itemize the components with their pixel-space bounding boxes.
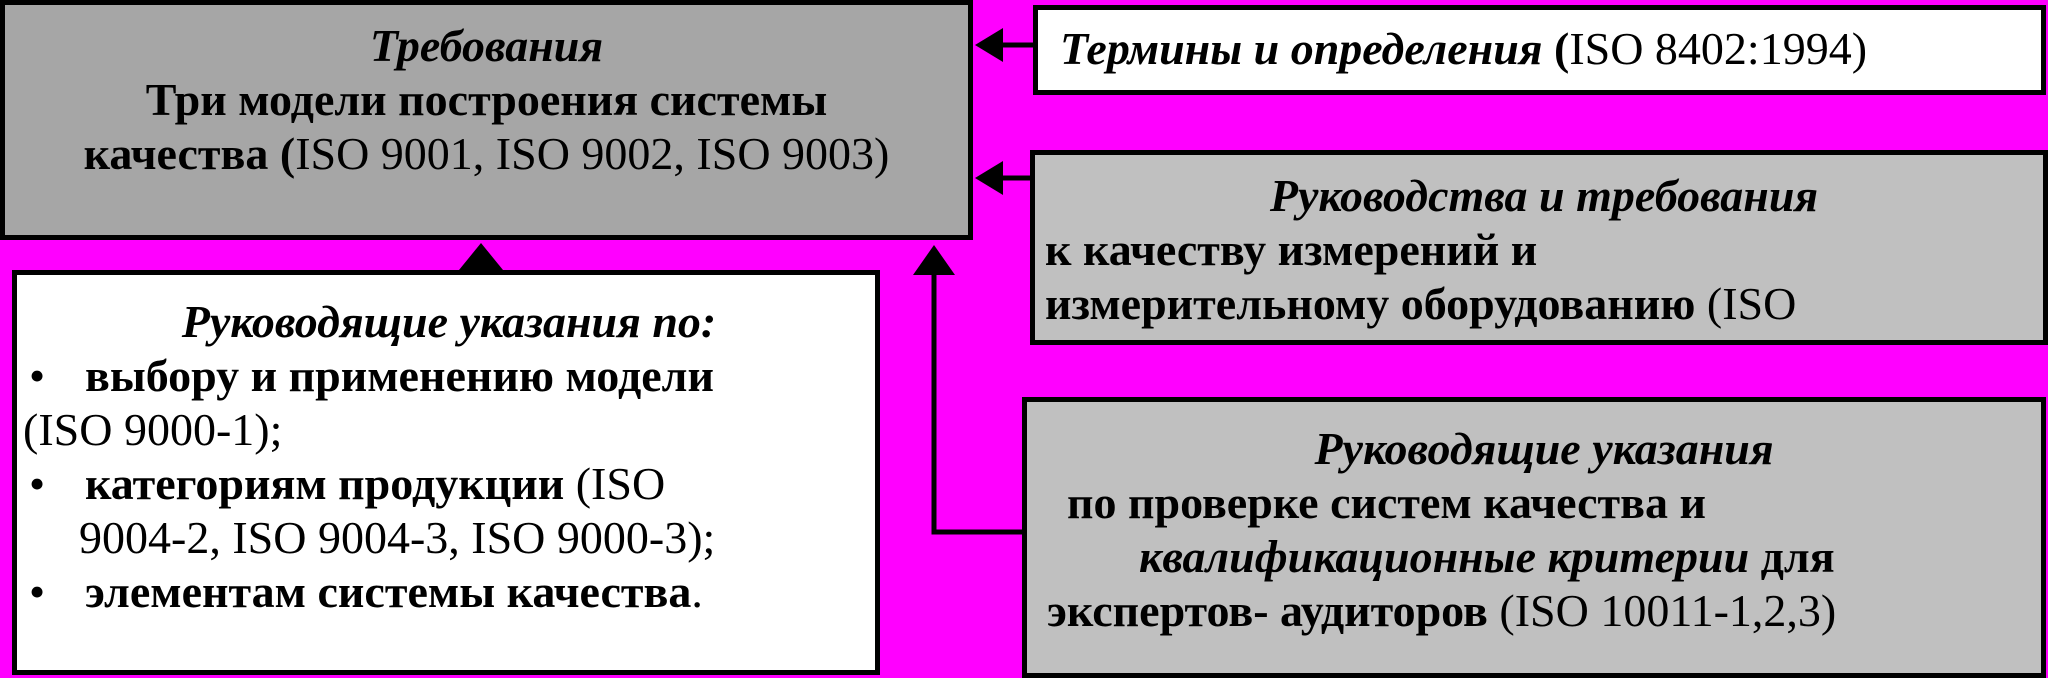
audit-box-line3-standard: (ISO 10011-1,2,3) (1499, 585, 1837, 636)
measure-box-line2-standard: (ISO (1706, 278, 1797, 329)
guidance-box: Руководящие указания по: • выбору и прим… (12, 270, 880, 675)
audit-box-line2-bold: для (1749, 531, 1835, 582)
main-box-title: Требования (369, 20, 604, 71)
arrow-audit-line (931, 275, 1022, 535)
bullet-icon: • (29, 566, 46, 617)
terms-definitions-box: Термины и определения (ISO 8402:1994) (1033, 5, 2046, 95)
audit-box-line3: экспертов- аудиторов (ISO 10011-1,2,3) (1047, 584, 2041, 638)
main-requirements-box: Требования Три модели построения системы… (0, 0, 973, 240)
bullet-icon: • (29, 458, 46, 509)
guidance-item-products-standard-a: (ISO (575, 458, 666, 509)
guidance-item-products-text: категориям продукции (85, 458, 576, 509)
arrow-guidance-head (459, 243, 503, 270)
main-box-line1: Три модели построения системы (145, 74, 828, 125)
arrow-audit-head (913, 245, 955, 275)
measurement-guides-box: Руководства и требования к качеству изме… (1030, 150, 2048, 345)
guidance-item-model: • выбору и применению модели (23, 349, 875, 403)
bullet-icon: • (29, 350, 46, 401)
guidance-item-model-text: выбору и применению модели (85, 350, 714, 401)
terms-box-paren: ( (1542, 23, 1570, 74)
guidance-item-products: • категориям продукции (ISO (23, 457, 875, 511)
terms-box-standard: ISO 8402:1994) (1569, 23, 1868, 74)
terms-box-text: Термины и определения (ISO 8402:1994) (1060, 22, 2041, 76)
measure-box-title: Руководства и требования (1269, 170, 1819, 221)
audit-box-title: Руководящие указания (1314, 423, 1774, 474)
measure-box-line1: к качеству измерений и (1045, 224, 1538, 275)
arrow-measure-head (975, 161, 1003, 195)
audit-guidance-box: Руководящие указания по проверке систем … (1022, 397, 2046, 678)
measure-box-line2-bold: измерительному оборудованию (1045, 278, 1707, 329)
terms-box-title: Термины и определения (1060, 23, 1543, 74)
guidance-item-model-standard: (ISO 9000-1); (23, 404, 283, 455)
audit-box-line1: по проверке систем качества и (1067, 477, 1706, 528)
arrow-terms-head (975, 28, 1003, 62)
audit-box-line2: квалификационные критерии для (1047, 530, 2041, 584)
main-box-line2: качества (ISO 9001, ISO 9002, ISO 9003) (5, 127, 968, 181)
guidance-item-products-standard-b: 9004-2, ISO 9004-3, ISO 9000-3); (79, 512, 716, 563)
measure-box-line2: измерительному оборудованию (ISO (1045, 277, 2043, 331)
guidance-item-elements: • элементам системы качества. (23, 565, 875, 619)
guidance-box-title: Руководящие указания по: (181, 296, 717, 347)
main-box-line2-bold: качества ( (83, 128, 296, 179)
guidance-item-elements-period: . (691, 566, 703, 617)
audit-box-line3-bold: экспертов- аудиторов (1047, 585, 1500, 636)
guidance-item-elements-text: элементам системы качества (85, 566, 692, 617)
main-box-line2-standards: ISO 9001, ISO 9002, ISO 9003) (295, 128, 890, 179)
audit-box-line2-italic: квалификационные критерии (1139, 531, 1750, 582)
